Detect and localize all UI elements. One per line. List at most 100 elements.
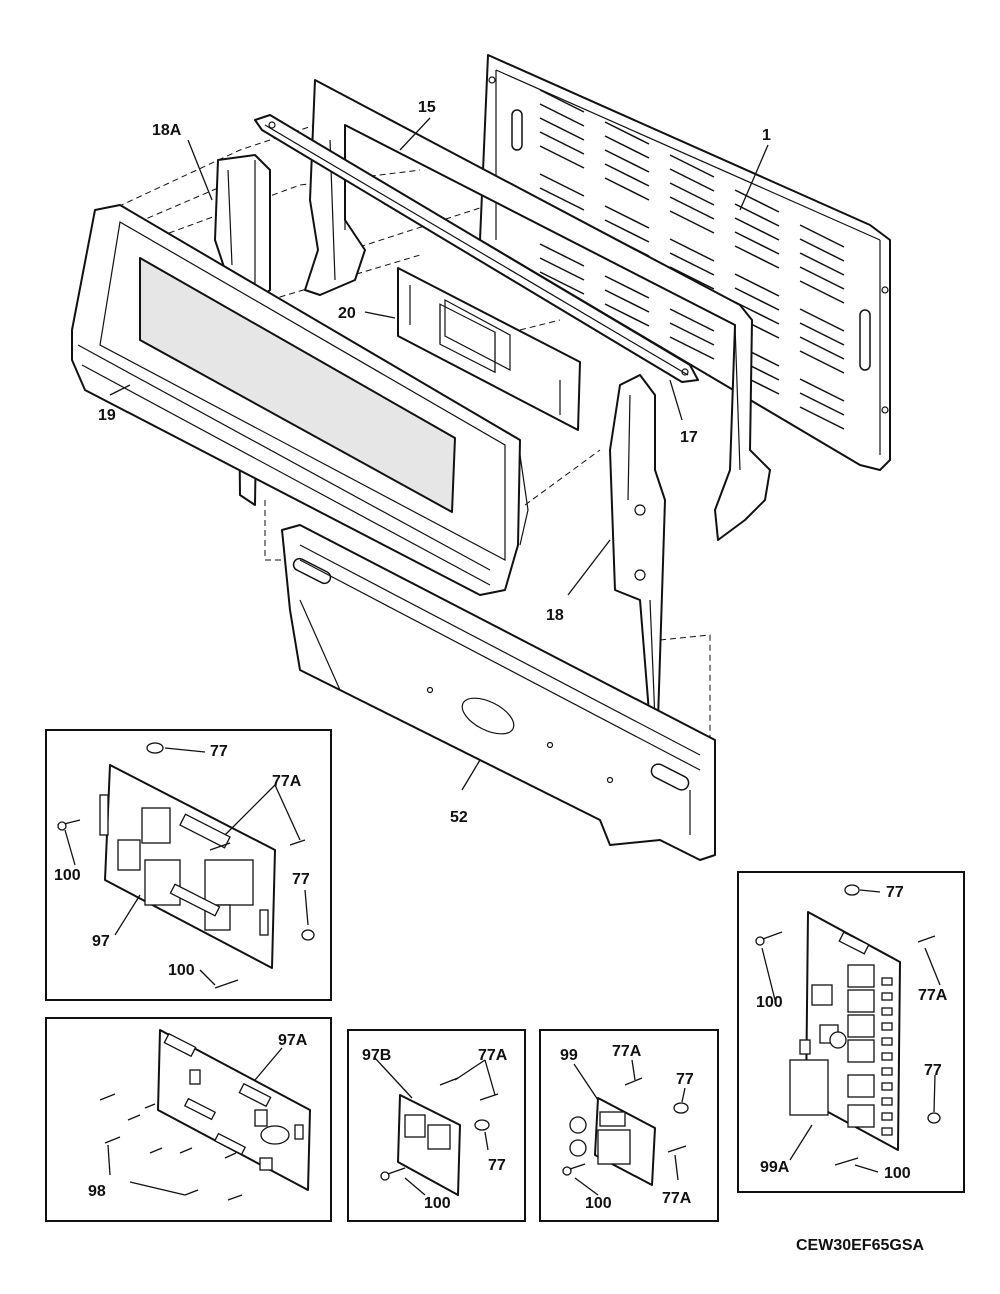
louver-slot [539,257,585,281]
louver-slot [734,203,780,227]
model-code: CEW30EF65GSA [796,1237,924,1254]
inset-99-label-77: 77 [676,1071,694,1088]
louver-slot [669,182,715,206]
inset-99-label-77A-bottom: 77A [662,1190,692,1207]
louver-slot [734,231,780,255]
louver-slot [539,103,585,127]
louver-slot [604,149,650,173]
louver-slot [604,205,650,229]
inset-99-label-77A-top: 77A [612,1043,642,1060]
louver-slot [669,196,715,220]
inset-99A-label-77-top: 77 [886,884,904,901]
louver-slot [669,336,715,360]
callout-18A: 18A [152,122,182,139]
inset-97-label-77A: 77A [272,773,302,790]
louver-slot [669,238,715,262]
inset-97-label-100-bottom: 100 [168,962,195,979]
inset-97B-label-100: 100 [424,1195,451,1212]
inset-97-label-77-right: 77 [292,871,310,888]
louver-slot [734,245,780,269]
callout-15: 15 [418,99,436,116]
louver-slot [799,350,845,374]
inset-99A-label-77A: 77A [918,987,948,1004]
louver-slot [669,168,715,192]
part-19-control-panel [71,204,529,596]
louver-slot [669,252,715,276]
inset-97B-label-77A: 77A [478,1047,508,1064]
louver-slot [799,238,845,262]
louver-slot [734,301,780,325]
inset-97B-label-77: 77 [488,1157,506,1174]
louver-slot [604,121,650,145]
terminal-pin [881,1112,893,1121]
louver-slot [799,322,845,346]
inset-97 [45,729,332,1001]
terminal-pin [881,1037,893,1046]
terminal-pin [881,1127,893,1136]
callout-18: 18 [546,607,564,624]
louver-slot [669,308,715,332]
part-18-right-bracket [609,374,666,726]
louver-slot [539,117,585,141]
louver-slot [669,266,715,290]
louver-slot [734,273,780,297]
inset-97-label-97: 97 [92,933,110,950]
louver-slot [539,187,585,211]
louver-slot [604,163,650,187]
louver-slot [539,89,585,113]
louver-slot [539,173,585,197]
louver-slot [539,131,585,155]
part-17-rail [254,114,699,383]
louver-slot [799,308,845,332]
terminal-pin [881,1007,893,1016]
inset-97A-label-98: 98 [88,1183,106,1200]
louver-slot [604,275,650,299]
louver-slot [734,217,780,241]
louver-slot [539,271,585,295]
inset-97B-label-97B: 97B [362,1047,391,1064]
inset-99A [737,871,965,1193]
callout-17: 17 [680,429,698,446]
terminal-pin [881,1022,893,1031]
inset-99A-label-100-left: 100 [756,994,783,1011]
louver-slot [734,189,780,213]
terminal-pin [881,1067,893,1076]
louver-slot [604,135,650,159]
louver-slot [799,252,845,276]
inset-99A-label-100-bottom: 100 [884,1165,911,1182]
inset-97B [347,1029,526,1222]
louver-slot [604,289,650,313]
louver-slot [669,154,715,178]
terminal-pin [881,977,893,986]
louver-slot [799,378,845,402]
callout-1: 1 [762,127,771,144]
inset-99A-label-99A: 99A [760,1159,790,1176]
louver-slot [669,322,715,346]
louver-slot [669,210,715,234]
callout-19: 19 [98,407,116,424]
terminal-pin [881,1097,893,1106]
louver-slot [734,287,780,311]
callout-leaders [109,117,769,791]
part-52-lower-frame [281,524,716,861]
inset-97A-label-97A: 97A [278,1032,308,1049]
inset-99-label-99: 99 [560,1047,578,1064]
louver-slot [539,243,585,267]
louver-slot [799,224,845,248]
louver-slot [799,280,845,304]
louver-slot [604,177,650,201]
terminal-pin [881,1082,893,1091]
callout-20: 20 [338,305,356,322]
louver-slot [799,266,845,290]
part-20-control-board [397,267,581,431]
terminal-pin [881,1052,893,1061]
louver-slot [799,392,845,416]
inset-97-label-100-left: 100 [54,867,81,884]
louver-slot [799,336,845,360]
callout-52: 52 [450,809,468,826]
louver-slot [799,406,845,430]
louver-slot [539,145,585,169]
inset-97A [45,1017,332,1222]
